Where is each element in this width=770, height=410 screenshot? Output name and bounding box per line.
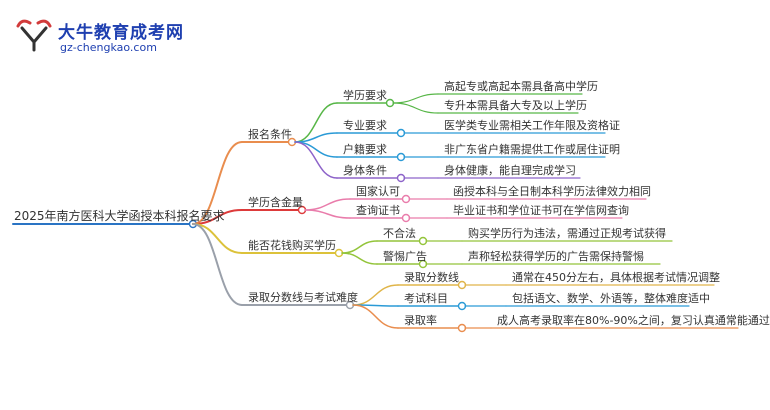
leaf-connector	[392, 93, 439, 104]
child-connector	[294, 141, 338, 158]
child-connector	[352, 284, 399, 306]
leaf-node[interactable]: 身体健康，能自理完成学习	[444, 164, 576, 177]
child-node[interactable]: 身体条件	[343, 164, 387, 177]
child-node[interactable]: 录取率	[404, 314, 437, 327]
leaf-node[interactable]: 高起专或高起本需具备高中学历	[444, 80, 598, 93]
child-node[interactable]: 考试科目	[404, 292, 448, 305]
child-connector	[294, 102, 338, 143]
branch-node-2[interactable]: 学历含金量	[248, 196, 303, 209]
leaf-node[interactable]: 医学类专业需相关工作年限及资格证	[444, 119, 620, 132]
site-name: 大牛教育成考网	[58, 23, 184, 43]
child-node[interactable]: 不合法	[383, 227, 416, 240]
child-node[interactable]: 警惕广告	[383, 250, 427, 263]
child-node[interactable]: 专业要求	[343, 119, 387, 132]
leaf-node[interactable]: 函授本科与全日制本科学历法律效力相同	[453, 185, 651, 198]
child-connector	[294, 141, 338, 179]
child-node[interactable]: 户籍要求	[343, 143, 387, 156]
root-node[interactable]: 2025年南方医科大学函授本科报名要求	[14, 209, 225, 223]
leaf-node[interactable]: 非广东省户籍需提供工作或居住证明	[444, 143, 620, 156]
mindmap-canvas	[12, 93, 739, 333]
child-node[interactable]: 查询证书	[356, 204, 400, 217]
branch-connector	[192, 141, 243, 225]
branch-node-3[interactable]: 能否花钱购买学历	[248, 239, 336, 252]
site-url[interactable]: gz-chengkao.com	[60, 41, 157, 54]
bull-logo-icon	[16, 19, 52, 52]
leaf-node[interactable]: 专升本需具备大专及以上学历	[444, 99, 587, 112]
branch-node-4[interactable]: 录取分数线与考试难度	[248, 291, 358, 304]
child-node[interactable]: 国家认可	[356, 185, 400, 198]
child-node[interactable]: 学历要求	[343, 89, 387, 102]
child-connector	[352, 304, 399, 329]
child-connector	[304, 198, 351, 211]
leaf-node[interactable]: 购买学历行为违法，需通过正规考试获得	[468, 227, 666, 240]
leaf-node[interactable]: 包括语文、数学、外语等，整体难度适中	[512, 292, 710, 305]
child-connector	[341, 240, 378, 254]
branch-node-1[interactable]: 报名条件	[248, 128, 292, 141]
branch-connector	[192, 223, 243, 306]
leaf-node[interactable]: 声称轻松获得学历的广告需保持警惕	[468, 250, 644, 263]
child-node[interactable]: 录取分数线	[404, 271, 459, 284]
branch-connector	[192, 223, 243, 254]
child-connector	[341, 252, 378, 265]
leaf-node[interactable]: 成人高考录取率在80%-90%之间，复习认真通常能通过	[497, 314, 770, 327]
leaf-node[interactable]: 毕业证书和学位证书可在学信网查询	[453, 204, 629, 217]
site-logo[interactable]: 大牛教育成考网 gz-chengkao.com	[14, 14, 254, 64]
child-connector	[304, 209, 351, 219]
leaf-node[interactable]: 通常在450分左右，具体根据考试情况调整	[512, 271, 720, 284]
leaf-connector	[392, 102, 439, 114]
